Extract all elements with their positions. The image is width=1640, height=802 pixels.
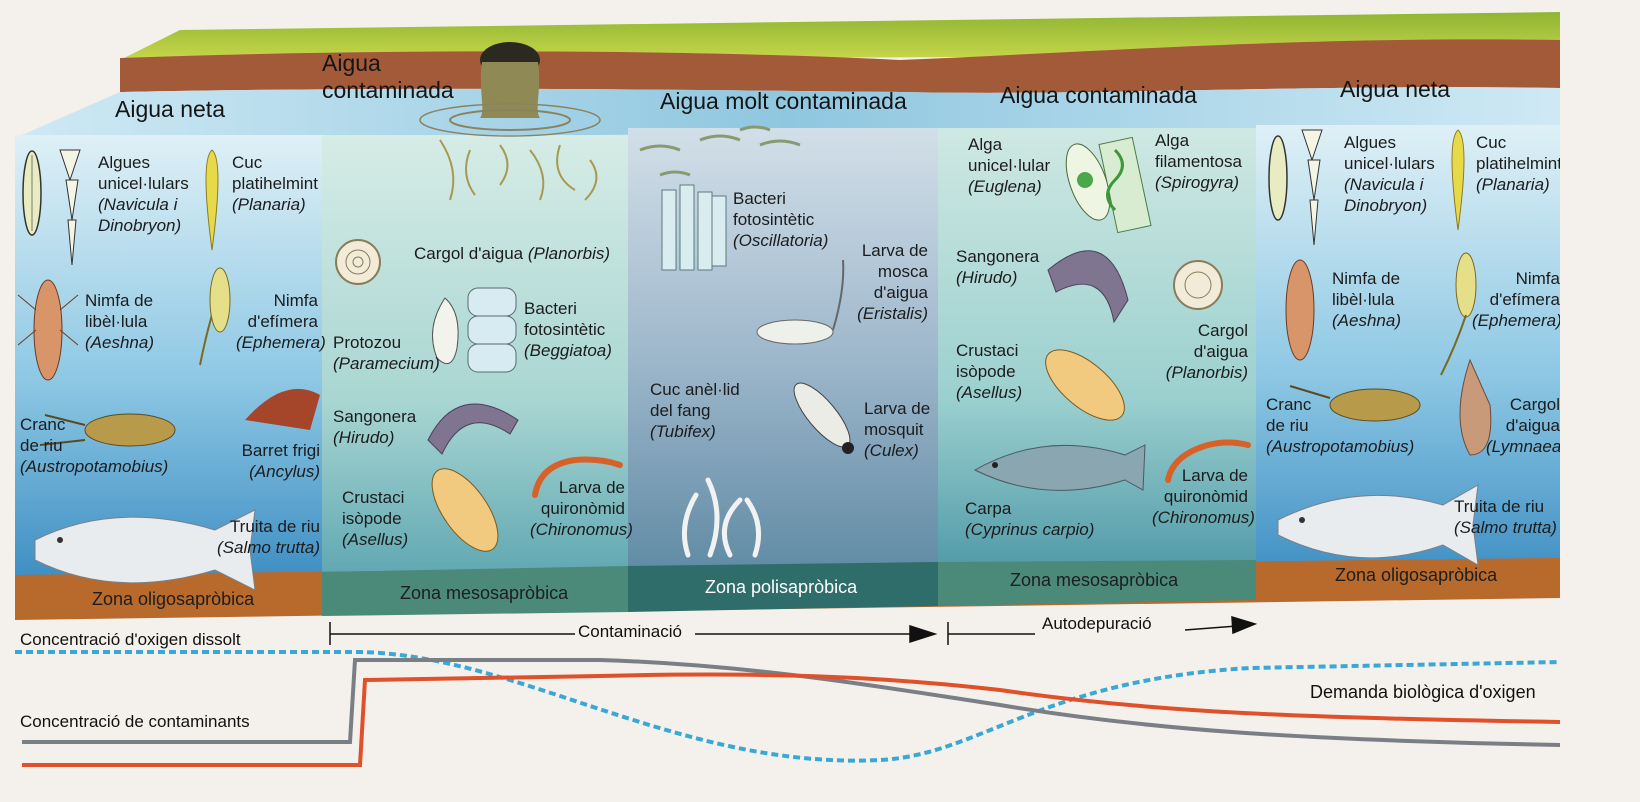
zone-label-oligo-left: Zona oligosapròbica: [92, 589, 254, 610]
zone-header-clean-left: Aigua neta: [115, 96, 225, 123]
bod-label: Demanda biològica d'oxigen: [1310, 682, 1560, 703]
label-crustaci-right: Crustaci isòpode(Asellus): [956, 340, 1022, 403]
label-truita-left: Truita de riu(Salmo trutta): [212, 516, 320, 558]
zone-label-poli: Zona polisapròbica: [705, 577, 857, 598]
label-quironomid-right: Larva de quironòmid(Chironomus): [1152, 465, 1248, 528]
label-cargol-right: Cargol d'aigua(Planorbis): [1140, 320, 1248, 383]
label-cargol-left: Cargol d'aigua (Planorbis): [414, 243, 610, 264]
label-sangonera-right: Sangonera(Hirudo): [956, 246, 1039, 288]
zone-header-contaminated-left: Aigua contaminada: [322, 50, 454, 104]
zone-header-contaminated-right: Aigua contaminada: [1000, 82, 1197, 109]
label-euglena: Alga unicel·lular(Euglena): [968, 134, 1050, 197]
label-protozou: Protozou(Paramecium): [333, 332, 440, 374]
label-nimfa-libellula-right: Nimfa de libèl·lula(Aeshna): [1332, 268, 1401, 331]
oxygen-dissolved-curve: [15, 652, 1560, 761]
label-quironomid-left: Larva de quironòmid(Chironomus): [530, 477, 625, 540]
beggiatoa-icon: [468, 288, 516, 372]
contaminacio-label: Contaminació: [578, 622, 682, 642]
zone-label-oligo-right: Zona oligosapròbica: [1335, 565, 1497, 586]
label-crustaci-left: Crustaci isòpode(Asellus): [342, 487, 408, 550]
label-oscillatoria: Bacteri fotosintètic(Oscillatoria): [733, 188, 828, 251]
label-cuc-left: Cuc platihelmint(Planaria): [232, 152, 318, 215]
label-cranc-right: Cranc de riu(Austropotamobius): [1266, 394, 1414, 457]
label-nimfa-libellula-left: Nimfa de libèl·lula(Aeshna): [85, 290, 154, 353]
label-nimfa-efimera-left: Nimfa d'efímera(Ephemera): [236, 290, 318, 353]
diatom-icon-right: [1269, 136, 1287, 220]
label-tubifex: Cuc anèl·lid del fang(Tubifex): [650, 379, 740, 442]
zone-label-meso-left: Zona mesosapròbica: [400, 583, 568, 604]
label-carpa: Carpa(Cyprinus carpio): [965, 498, 1094, 540]
planorbis-icon-right: [1174, 261, 1222, 309]
label-algues-right: Algues unicel·lulars(Navicula i Dinobryo…: [1344, 132, 1435, 216]
label-cargol-lymnaea: Cargol d'aigua(Lymnaea): [1486, 394, 1560, 457]
contaminants-label: Concentració de contaminants: [20, 712, 250, 732]
label-truita-right: Truita de riu(Salmo trutta): [1454, 496, 1560, 538]
label-algues-left: Algues unicel·lulars(Navicula i Dinobryo…: [98, 152, 189, 236]
oxygen-label: Concentració d'oxigen dissolt: [20, 630, 241, 650]
planorbis-icon-left: [336, 240, 380, 284]
zone-header-clean-right: Aigua neta: [1340, 76, 1450, 103]
diatom-icon: [23, 151, 41, 235]
label-beggiatoa: Bacteri fotosintètic(Beggiatoa): [524, 298, 612, 361]
zone-label-meso-right: Zona mesosapròbica: [1010, 570, 1178, 591]
zone-header-very-contaminated: Aigua molt contaminada: [660, 88, 907, 115]
dragonfly-nymph-icon-right: [1286, 260, 1314, 360]
label-sangonera-left: Sangonera(Hirudo): [333, 406, 416, 448]
autodepuracio-label: Autodepuració: [1042, 614, 1152, 634]
label-barret-frigi: Barret frigi(Ancylus): [238, 440, 320, 482]
label-culex: Larva de mosquit(Culex): [864, 398, 930, 461]
label-spirogyra: Alga filamentosa(Spirogyra): [1155, 130, 1242, 193]
label-cranc-left: Cranc de riu(Austropotamobius): [20, 414, 168, 477]
label-eristalis: Larva de mosca d'aigua(Eristalis): [852, 240, 928, 324]
label-nimfa-efimera-right: Nimfa d'efímera(Ephemera): [1472, 268, 1560, 331]
label-cuc-right: Cuc platihelmint(Planaria): [1476, 132, 1560, 195]
oscillatoria-icon: [662, 185, 726, 270]
